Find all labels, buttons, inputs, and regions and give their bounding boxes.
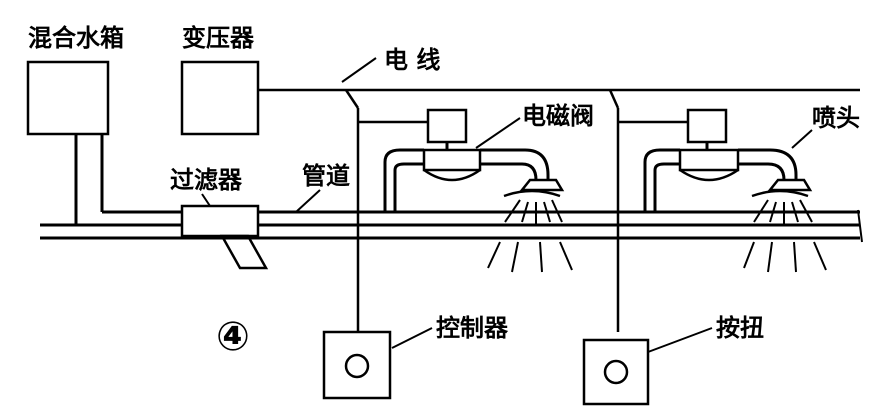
controller-label: 控制器: [436, 314, 509, 342]
push-button: [582, 338, 650, 406]
transformer-label: 变压器: [182, 24, 255, 52]
transformer: [180, 60, 260, 136]
sprinkler-2-spray: [743, 199, 827, 273]
controller: [322, 330, 392, 400]
nozzle-label: 喷头: [812, 104, 860, 132]
mixing-tank: [26, 60, 110, 136]
filter: [180, 204, 269, 270]
solenoid-valve-label: 电磁阀: [522, 102, 594, 130]
sprinkler-unit-1: [383, 108, 565, 212]
filter-label: 过滤器: [170, 166, 243, 194]
mixing-tank-label: 混合水箱: [28, 24, 124, 52]
pipe-label: 管道: [302, 162, 350, 190]
sprinkler-unit-2: [643, 108, 813, 212]
figure-number: ④: [216, 314, 250, 360]
sprinkler-1-spray: [487, 199, 573, 273]
wire-label: 电 线: [384, 46, 440, 74]
button-label: 按扭: [716, 314, 764, 342]
power-wire: [258, 88, 860, 332]
